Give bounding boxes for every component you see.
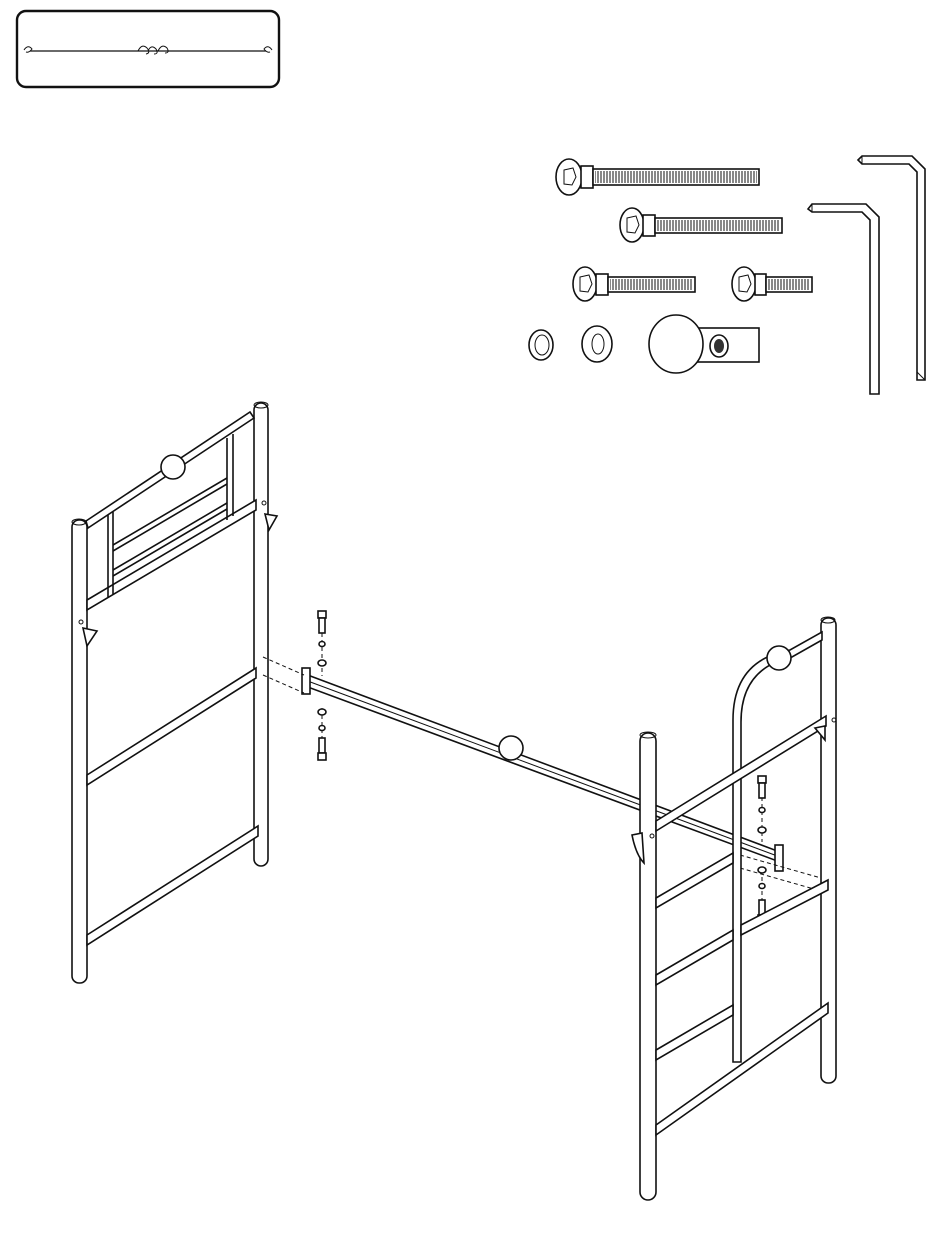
barrel-nut-icon xyxy=(649,315,759,373)
lock-washer-icon xyxy=(529,330,553,360)
flat-washer-icon xyxy=(582,326,612,362)
header-panel xyxy=(17,11,279,87)
short-bolt-icon xyxy=(573,267,695,301)
side-rail-callout xyxy=(499,736,523,760)
small-allen-key-icon xyxy=(808,204,879,394)
long-bolt-icon xyxy=(556,159,759,195)
small-bolt-icon xyxy=(732,267,812,301)
ladder-end-callout xyxy=(767,646,791,670)
large-allen-key-icon xyxy=(858,156,925,380)
right-ladder-frame xyxy=(632,617,836,1200)
hardware-group xyxy=(529,156,925,394)
left-headboard-frame xyxy=(72,402,277,983)
headboard-callout xyxy=(161,455,185,479)
medium-bolt-icon xyxy=(620,208,782,242)
